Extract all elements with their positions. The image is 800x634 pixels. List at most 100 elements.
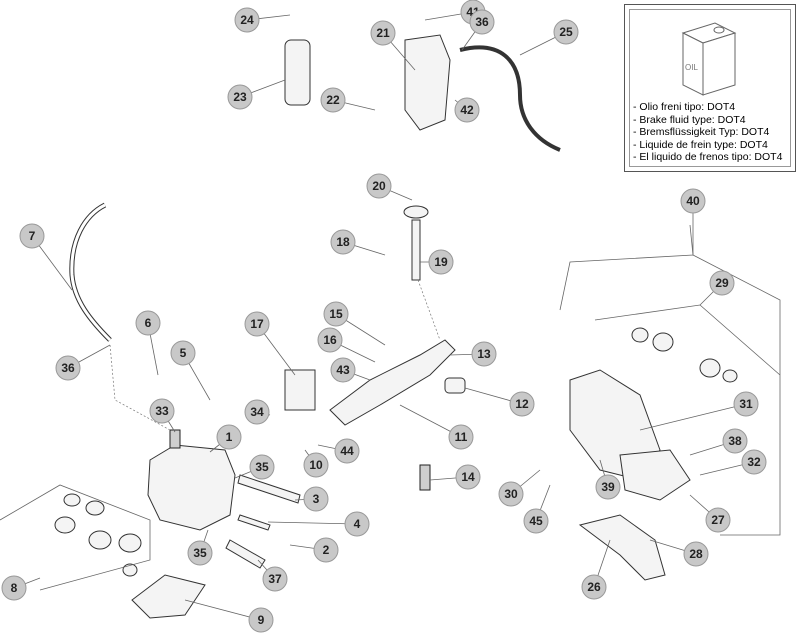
- callout-43[interactable]: 43: [330, 357, 356, 383]
- callout-31[interactable]: 31: [733, 391, 759, 417]
- callout-number: 10: [309, 458, 323, 472]
- callout-circle: [330, 229, 356, 255]
- callout-4[interactable]: 4: [344, 511, 370, 537]
- callout-15[interactable]: 15: [323, 301, 349, 327]
- callout-number: 35: [255, 460, 269, 474]
- callout-circle: [366, 173, 392, 199]
- callout-circle: [216, 424, 242, 450]
- callout-37[interactable]: 37: [262, 566, 288, 592]
- callout-number: 22: [326, 93, 340, 107]
- callout-number: 21: [376, 26, 390, 40]
- callout-11[interactable]: 11: [448, 424, 474, 450]
- callout-circle: [722, 428, 748, 454]
- callout-14[interactable]: 14: [455, 464, 481, 490]
- callout-circle: [149, 398, 175, 424]
- callout-34[interactable]: 34: [244, 399, 270, 425]
- callout-circle: [249, 454, 275, 480]
- callout-circle: [262, 566, 288, 592]
- callout-26[interactable]: 26: [581, 574, 607, 600]
- callout-number: 15: [329, 307, 343, 321]
- callout-13[interactable]: 13: [471, 341, 497, 367]
- callout-circle: [523, 508, 549, 534]
- callout-16[interactable]: 16: [317, 327, 343, 353]
- callout-circle: [187, 540, 213, 566]
- callout-2[interactable]: 2: [313, 537, 339, 563]
- callout-number: 16: [323, 333, 337, 347]
- callout-32[interactable]: 32: [741, 449, 767, 475]
- callout-23[interactable]: 23: [227, 84, 253, 110]
- callout-45[interactable]: 45: [523, 508, 549, 534]
- callout-number: 36: [475, 15, 489, 29]
- legend-line-en: - Brake fluid type: DOT4: [633, 113, 746, 126]
- callout-circle: [227, 84, 253, 110]
- callout-1[interactable]: 1: [216, 424, 242, 450]
- callout-33[interactable]: 33: [149, 398, 175, 424]
- callout-number: 37: [268, 572, 282, 586]
- callout-circle: [135, 310, 161, 336]
- callout-12[interactable]: 12: [509, 391, 535, 417]
- callout-number: 33: [155, 404, 169, 418]
- callout-circle: [303, 486, 329, 512]
- callout-10[interactable]: 10: [303, 452, 329, 478]
- callout-circle: [553, 19, 579, 45]
- callout-circle: [1, 575, 27, 601]
- callout-number: 38: [728, 434, 742, 448]
- callout-circle: [581, 574, 607, 600]
- callout-21[interactable]: 21: [370, 20, 396, 46]
- callout-circle: [344, 511, 370, 537]
- brake-pedal: [329, 339, 456, 426]
- callout-18[interactable]: 18: [330, 229, 356, 255]
- callout-number: 23: [233, 90, 247, 104]
- callout-8[interactable]: 8: [1, 575, 27, 601]
- rear-pistons-kit: [594, 304, 781, 383]
- callout-circle: [683, 541, 709, 567]
- callout-36[interactable]: 36: [469, 9, 495, 35]
- callout-circle: [55, 355, 81, 381]
- callout-number: 1: [226, 430, 233, 444]
- callout-5[interactable]: 5: [170, 340, 196, 366]
- callout-42[interactable]: 42: [454, 97, 480, 123]
- callout-38[interactable]: 38: [722, 428, 748, 454]
- callout-6[interactable]: 6: [135, 310, 161, 336]
- callout-40[interactable]: 40: [680, 188, 706, 214]
- callout-circle: [469, 9, 495, 35]
- callout-28[interactable]: 28: [683, 541, 709, 567]
- callout-24[interactable]: 24: [234, 7, 260, 33]
- callout-29[interactable]: 29: [709, 270, 735, 296]
- caliper-pin: [237, 474, 301, 504]
- callout-39[interactable]: 39: [595, 474, 621, 500]
- callout-7[interactable]: 7: [19, 223, 45, 249]
- callout-36[interactable]: 36: [55, 355, 81, 381]
- callout-number: 28: [689, 547, 703, 561]
- callout-19[interactable]: 19: [428, 249, 454, 275]
- callout-35[interactable]: 35: [187, 540, 213, 566]
- callout-number: 39: [601, 480, 615, 494]
- oil-can-icon: OIL: [681, 22, 737, 96]
- callout-number: 24: [240, 13, 254, 27]
- callout-35[interactable]: 35: [249, 454, 275, 480]
- front-pistons-kit: [0, 484, 151, 591]
- callout-circle: [448, 424, 474, 450]
- callout-circle: [234, 7, 260, 33]
- callout-number: 14: [461, 470, 475, 484]
- leader-line-9: [184, 599, 262, 621]
- callout-number: 32: [747, 455, 761, 469]
- callout-25[interactable]: 25: [553, 19, 579, 45]
- callout-30[interactable]: 30: [498, 481, 524, 507]
- callout-27[interactable]: 27: [705, 507, 731, 533]
- callout-22[interactable]: 22: [320, 87, 346, 113]
- callout-20[interactable]: 20: [366, 173, 392, 199]
- callout-9[interactable]: 9: [248, 607, 274, 633]
- callout-circle: [471, 341, 497, 367]
- callout-number: 34: [250, 405, 264, 419]
- callout-number: 17: [250, 317, 264, 331]
- parts-layer: [0, 34, 781, 619]
- callout-44[interactable]: 44: [334, 438, 360, 464]
- callout-circle: [454, 97, 480, 123]
- callout-17[interactable]: 17: [244, 311, 270, 337]
- callout-3[interactable]: 3: [303, 486, 329, 512]
- caliper-bolt: [225, 539, 266, 569]
- push-rod: [411, 219, 421, 281]
